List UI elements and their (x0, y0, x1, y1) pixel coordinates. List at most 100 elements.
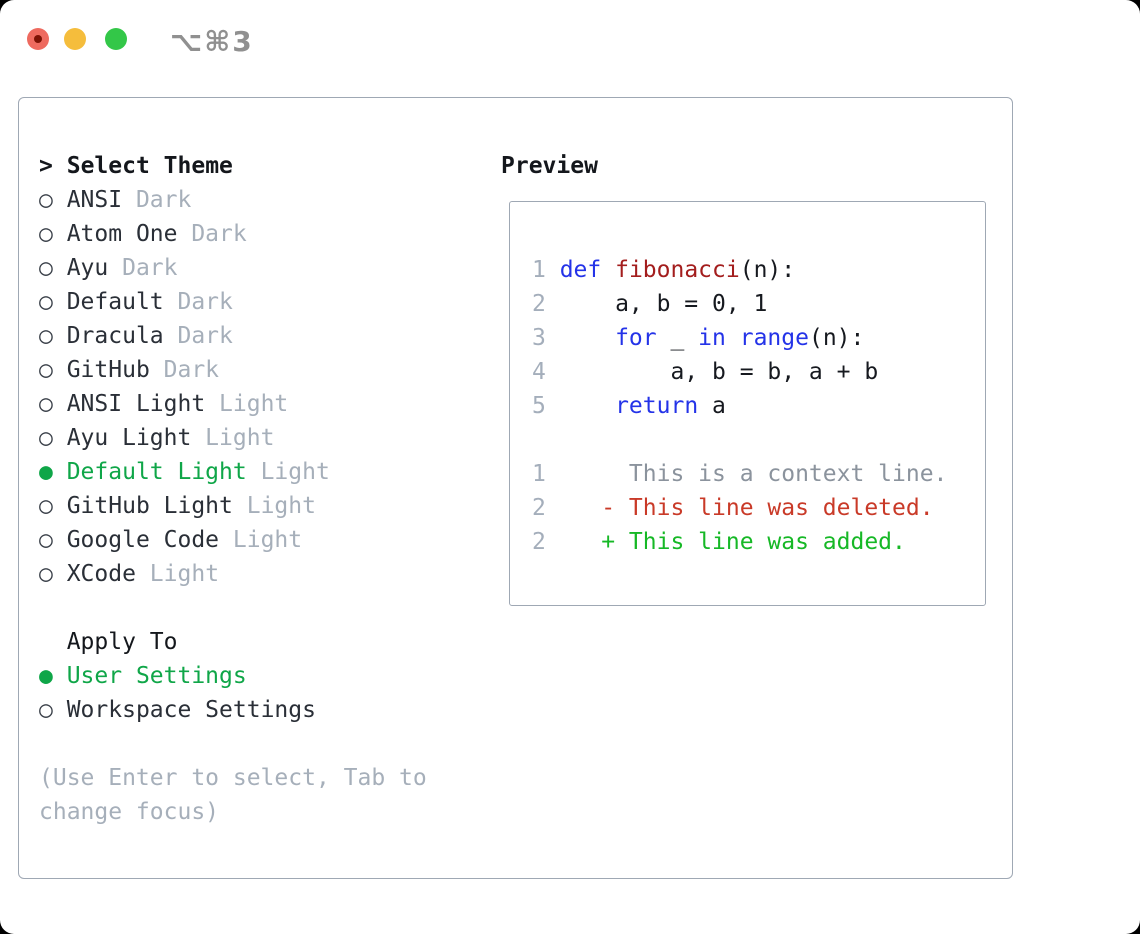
theme-name: ANSI Light (66, 391, 206, 417)
line-number: 4 (532, 359, 546, 385)
theme-variant-tag: Dark (177, 221, 247, 247)
code-line: 1 def fibonacci(n): (532, 253, 985, 287)
apply-to-header: Apply To (66, 629, 178, 655)
spacer (39, 727, 427, 761)
radio-unselected-icon: ○ (39, 527, 67, 553)
apply-to-option-workspace-settings[interactable]: ○ Workspace Settings (39, 693, 427, 727)
radio-unselected-icon: ○ (39, 697, 67, 723)
focus-caret-icon: > (39, 153, 53, 179)
theme-name: GitHub Light (66, 493, 233, 519)
code-line (532, 423, 985, 457)
unsaved-changes-dot-icon (34, 35, 42, 43)
theme-option-github-light[interactable]: ○ GitHub Light Light (39, 489, 427, 523)
radio-unselected-icon: ○ (39, 187, 67, 213)
theme-variant-tag: Dark (163, 289, 233, 315)
code-line-content: a, b = 0, 1 (559, 291, 768, 317)
theme-variant-tag: Light (232, 493, 316, 519)
theme-name: Google Code (66, 527, 220, 553)
theme-variant-tag: Dark (122, 187, 192, 213)
zoom-button[interactable] (105, 28, 127, 50)
theme-option-github[interactable]: ○ GitHub Dark (39, 353, 427, 387)
select-theme-header: > Select Theme (39, 149, 427, 183)
radio-unselected-icon: ○ (39, 255, 67, 281)
window-titlebar: ⌥⌘3 (0, 0, 1140, 80)
code-line-content: for _ in range(n): (615, 325, 865, 351)
help-text-line: change focus) (39, 799, 220, 825)
radio-unselected-icon: ○ (39, 289, 67, 315)
code-line-content: a, b = b, a + b (559, 359, 879, 385)
theme-name: Ayu (66, 255, 109, 281)
code-line-content: - This line was deleted. (559, 495, 934, 521)
apply-to-list: ● User Settings○ Workspace Settings (39, 659, 427, 727)
theme-option-ansi[interactable]: ○ ANSI Dark (39, 183, 427, 217)
line-number: 5 (532, 393, 546, 419)
line-number: 1 (532, 461, 546, 487)
theme-name: Atom One (66, 221, 178, 247)
code-line: 2 - This line was deleted. (532, 491, 985, 525)
theme-option-ayu[interactable]: ○ Ayu Dark (39, 251, 427, 285)
radio-unselected-icon: ○ (39, 357, 67, 383)
code-line: 2 + This line was added. (532, 525, 985, 559)
radio-selected-icon: ● (39, 459, 67, 485)
code-line-content: def fibonacci(n): (559, 257, 796, 283)
code-line: 3 for _ in range(n): (532, 321, 985, 355)
theme-name: ANSI (66, 187, 123, 213)
help-text-line: (Use Enter to select, Tab to (39, 765, 427, 791)
code-line: 5 return a (532, 389, 985, 423)
radio-unselected-icon: ○ (39, 323, 67, 349)
code-line-content: return a (615, 393, 726, 419)
theme-variant-tag: Light (205, 391, 289, 417)
radio-unselected-icon: ○ (39, 493, 67, 519)
theme-option-ansi-light[interactable]: ○ ANSI Light Light (39, 387, 427, 421)
theme-variant-tag: Dark (163, 323, 233, 349)
code-line: 2 a, b = 0, 1 (532, 287, 985, 321)
theme-list: ○ ANSI Dark○ Atom One Dark○ Ayu Dark○ De… (39, 183, 427, 591)
radio-unselected-icon: ○ (39, 425, 67, 451)
line-number: 2 (532, 529, 546, 555)
theme-name: GitHub (66, 357, 150, 383)
radio-unselected-icon: ○ (39, 561, 67, 587)
code-line: 1 This is a context line. (532, 457, 985, 491)
theme-picker-left-column: > Select Theme ○ ANSI Dark○ Atom One Dar… (39, 149, 427, 829)
theme-name: Dracula (66, 323, 164, 349)
theme-name: Default (66, 289, 164, 315)
theme-option-google-code[interactable]: ○ Google Code Light (39, 523, 427, 557)
theme-variant-tag: Light (219, 527, 303, 553)
line-number: 1 (532, 257, 546, 283)
select-theme-title: Select Theme (66, 153, 233, 179)
code-line: 4 a, b = b, a + b (532, 355, 985, 389)
theme-option-xcode[interactable]: ○ XCode Light (39, 557, 427, 591)
theme-name: Default Light (66, 459, 247, 485)
theme-option-dracula[interactable]: ○ Dracula Dark (39, 319, 427, 353)
theme-name: XCode (66, 561, 136, 587)
radio-unselected-icon: ○ (39, 391, 67, 417)
theme-variant-tag: Dark (108, 255, 178, 281)
minimize-button[interactable] (64, 28, 86, 50)
theme-name: Ayu Light (66, 425, 192, 451)
radio-unselected-icon: ○ (39, 221, 67, 247)
line-number: 3 (532, 325, 546, 351)
theme-option-ayu-light[interactable]: ○ Ayu Light Light (39, 421, 427, 455)
code-line-content: This is a context line. (559, 461, 948, 487)
line-number: 2 (532, 291, 546, 317)
theme-variant-tag: Dark (149, 357, 220, 383)
theme-option-default[interactable]: ○ Default Dark (39, 285, 427, 319)
radio-selected-icon: ● (39, 663, 67, 689)
close-button[interactable] (27, 28, 49, 50)
theme-option-default-light[interactable]: ● Default Light Light (39, 455, 427, 489)
code-line-content: + This line was added. (559, 529, 906, 555)
theme-variant-tag: Light (135, 561, 220, 587)
preview-header: Preview (501, 153, 598, 179)
apply-to-option-user-settings[interactable]: ● User Settings (39, 659, 427, 693)
apply-to-name: Workspace Settings (66, 697, 316, 723)
line-number: 2 (532, 495, 546, 521)
window-shortcut-label: ⌥⌘3 (170, 25, 254, 58)
theme-picker-panel: > Select Theme ○ ANSI Dark○ Atom One Dar… (18, 97, 1013, 879)
help-text: (Use Enter to select, Tab to change focu… (39, 761, 427, 829)
theme-variant-tag: Light (246, 459, 330, 485)
theme-option-atom-one[interactable]: ○ Atom One Dark (39, 217, 427, 251)
